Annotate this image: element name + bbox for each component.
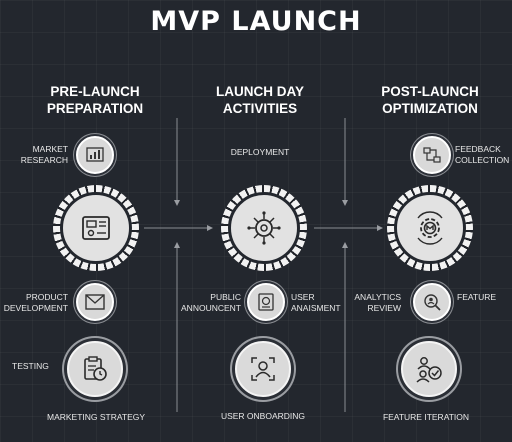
heading-pre-launch: PRE-LAUNCH PREPARATION (46, 84, 144, 116)
label-marketing-strategy: MARKETING STRATEGY (47, 412, 146, 422)
pre-launch-hub (53, 185, 139, 271)
label-testing: TESTING (12, 361, 49, 371)
feedback-flow-icon (423, 147, 441, 163)
announcement-node (247, 283, 285, 321)
market-research-node (76, 136, 114, 174)
label-user-anaisment: USER ANAISMENT (291, 292, 341, 313)
gear-cycle-icon (417, 211, 443, 245)
label-public-announcement: PUBLIC ANNOUNCENT (181, 292, 241, 313)
label-feature: FEATURE (457, 292, 497, 302)
feedback-node (413, 136, 451, 174)
label-user-onboarding: USER ONBOARDING (220, 411, 306, 421)
testing-node (67, 341, 123, 397)
post-launch-hub (387, 185, 473, 271)
user-target-icon (251, 357, 275, 381)
bar-chart-icon (86, 147, 104, 162)
analytics-node (413, 283, 451, 321)
gear-network-icon (247, 211, 281, 245)
product-development-node (76, 283, 114, 321)
announcement-doc-icon (258, 293, 274, 311)
magnifier-user-icon (424, 294, 441, 311)
label-product-development: PRODUCT DEVELOPMENT (3, 292, 68, 313)
users-check-icon (416, 357, 442, 383)
page-title: MVP LAUNCH (150, 6, 362, 37)
heading-launch-day: LAUNCH DAY ACTIVITIES (215, 84, 304, 116)
mail-icon (85, 294, 105, 310)
label-deployment: DEPLOYMENT (230, 147, 290, 157)
feature-iteration-node (401, 341, 457, 397)
blueprint-icon (82, 216, 110, 240)
heading-post-launch: POST-LAUNCH OPTIMIZATION (381, 84, 479, 116)
clipboard-clock-icon (84, 356, 107, 381)
label-market-research: MARKET RESEARCH (20, 144, 68, 165)
launch-day-hub (221, 185, 307, 271)
label-feedback-collection: FEEDBACK COLLECTION (455, 144, 510, 165)
user-onboarding-node (235, 341, 291, 397)
label-analytics-review: ANALYTICS REVIEW (354, 292, 401, 313)
label-feature-iteration: FEATURE ITERATION (382, 412, 470, 422)
